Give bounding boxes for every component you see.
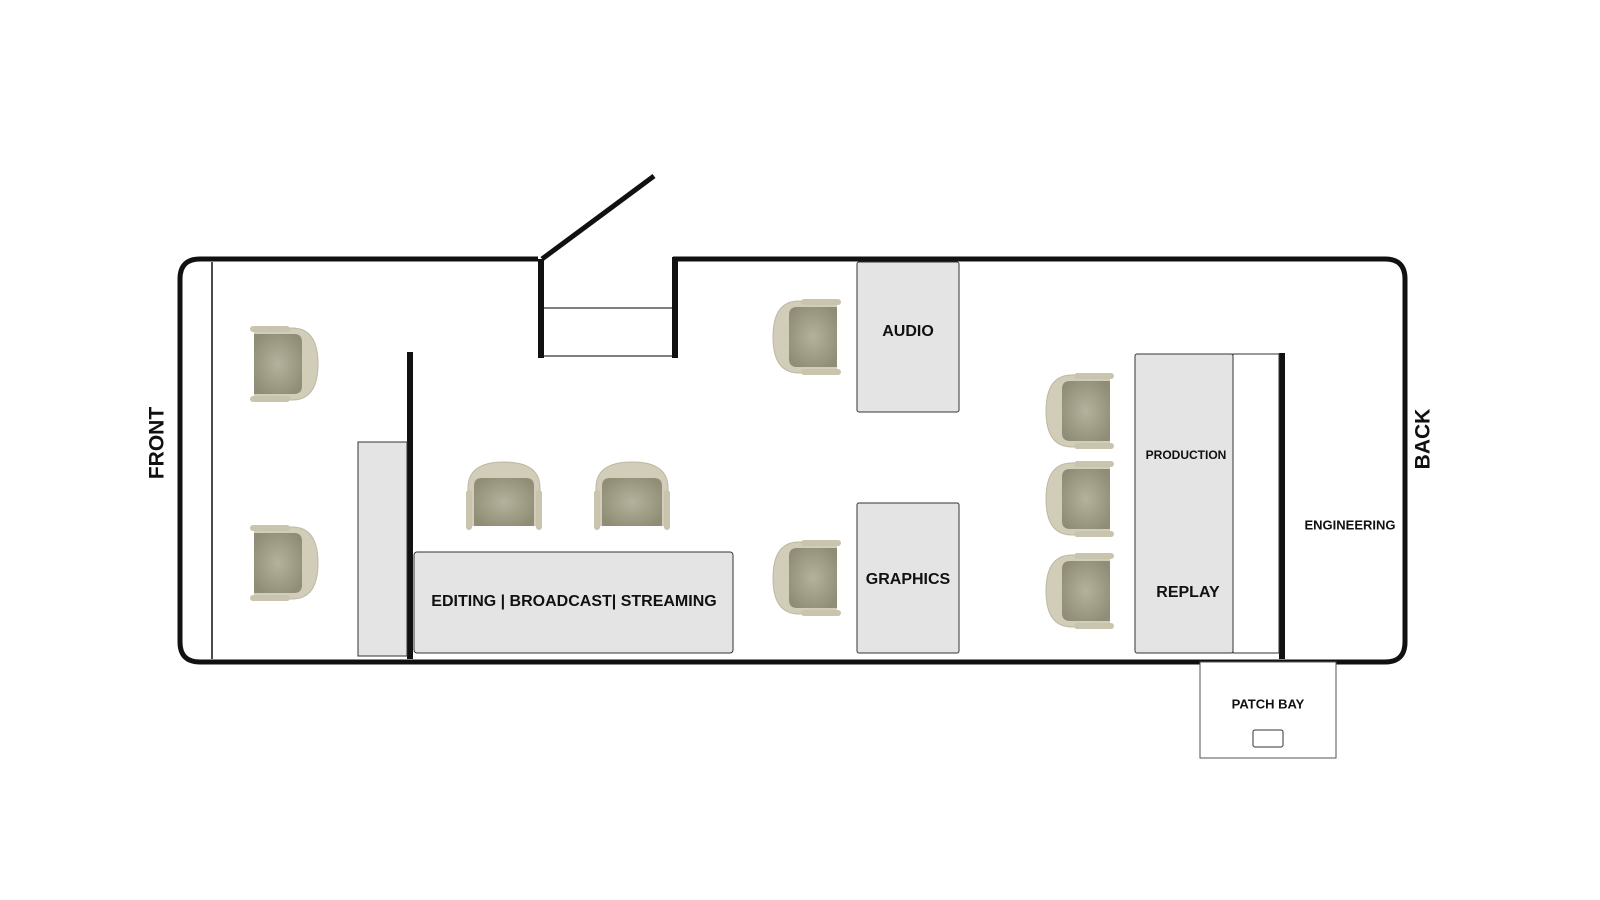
chair-icon [772, 539, 842, 617]
chair-icon [1045, 552, 1115, 630]
chair-icon [249, 524, 319, 602]
front-label: FRONT [146, 407, 169, 479]
chair-icon [249, 325, 319, 403]
chair-icon [772, 298, 842, 376]
editing-label: EDITING | BROADCAST| STREAMING [431, 593, 716, 610]
chair-icon [1045, 372, 1115, 450]
patch-bay-panel-icon [1252, 729, 1284, 748]
graphics-label: GRAPHICS [866, 571, 951, 588]
production-label: PRODUCTION [1146, 448, 1227, 462]
graphics-console[interactable] [856, 502, 960, 654]
patch-bay-label: PATCH BAY [1232, 696, 1305, 711]
audio-console[interactable] [856, 261, 960, 413]
side-console [357, 441, 408, 657]
engineering-label: ENGINEERING [1304, 517, 1395, 532]
door-icon[interactable] [540, 173, 656, 262]
audio-label: AUDIO [882, 323, 934, 340]
production-replay-console[interactable] [1134, 353, 1234, 654]
trailer-outline [177, 256, 1408, 665]
chair-icon [593, 461, 671, 531]
chair-icon [465, 461, 543, 531]
chair-icon [1045, 460, 1115, 538]
replay-label: REPLAY [1156, 584, 1220, 601]
editing-console[interactable] [413, 551, 734, 654]
production-shelf [1232, 353, 1280, 654]
back-label: BACK [1412, 409, 1435, 470]
